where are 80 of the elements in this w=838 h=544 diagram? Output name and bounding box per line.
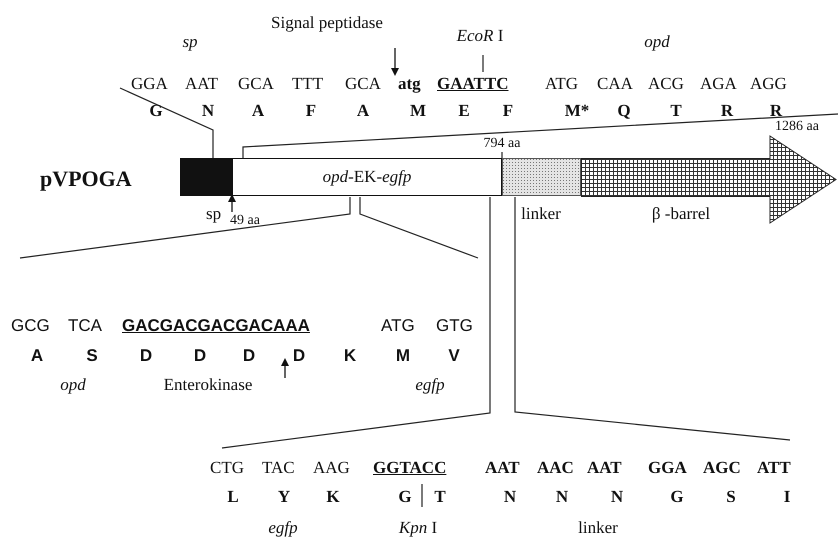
codon: CAA [597,74,633,94]
codon: AAT [185,74,218,94]
amino-acid: Y [278,487,290,507]
codon: ACG [648,74,684,94]
codon: GTG [436,316,473,336]
codon: GCA [345,74,381,94]
amino-acid: G [398,487,412,507]
codon: ATG [381,316,415,336]
codon: TAC [262,458,295,478]
amino-acid: L [227,487,239,507]
codon: AAC [537,458,574,478]
amino-acid: F [502,101,514,121]
gene-label: opd [644,32,670,52]
amino-acid: S [86,346,98,366]
codon: GGA [648,458,687,478]
amino-acid: K [326,487,340,507]
cleavage-label: Signal peptidase [271,13,383,33]
amino-acid: G [670,487,684,507]
amino-acid: M [396,346,410,366]
restriction-site-label: EcoR I [456,26,504,46]
amino-acid: R [720,101,734,121]
amino-acid: F [306,101,316,121]
gene-label: sp [182,32,198,52]
amino-acid: T [670,101,682,121]
gene-label: egfp [415,375,445,395]
position-label: 49 aa [230,212,260,230]
codon: TTT [292,74,324,94]
amino-acid: G [149,101,163,121]
amino-acid: V [448,346,460,366]
amino-acid: N [504,487,516,507]
amino-acid: E [458,101,470,121]
gene-label: opd [60,375,86,395]
amino-acid: D [140,346,152,366]
codon: AAT [485,458,520,478]
amino-acid: D [242,346,256,366]
codon: GAATTC [437,74,508,94]
gene-label: egfp [268,518,298,538]
amino-acid: N [610,487,624,507]
cleavage-label: Enterokinase [164,375,252,395]
domain-label: sp [206,204,222,224]
amino-acid: S [726,487,736,507]
codon: CTG [210,458,244,478]
amino-acid: M [410,101,426,121]
domain-label: linker [578,518,618,538]
amino-acid: T [434,487,446,507]
amino-acid: A [30,346,44,366]
codon: AAT [587,458,622,478]
codon: GCA [238,74,274,94]
codon: AGC [703,458,741,478]
codon: GGTACC [373,458,446,478]
domain-label: linker [521,204,561,224]
amino-acid: D [194,346,206,366]
codon: GCG [11,316,50,336]
amino-acid: M* [564,101,590,121]
domain-label: β -barrel [652,204,710,224]
domain-segment [232,158,502,196]
codon: GGA [131,74,168,94]
domain-segment [180,158,232,224]
amino-acid: Q [617,101,631,121]
codon: AAG [313,458,350,478]
codon: AGG [750,74,787,94]
amino-acid: D [292,346,306,366]
codon: atg [398,74,421,94]
position-label: 794 aa [484,135,520,153]
codon: ATG [545,74,578,94]
codon: GACGACGACGACAAA [122,316,310,336]
amino-acid: A [356,101,370,121]
amino-acid: A [252,101,264,121]
amino-acid: N [556,487,568,507]
codon: TCA [68,316,102,336]
amino-acid: K [344,346,356,366]
codon: AGA [700,74,737,94]
codon: ATT [757,458,791,478]
amino-acid: I [784,487,790,507]
domain-label: opd-EK-egfp [322,167,412,187]
amino-acid: R [770,101,782,120]
restriction-site-label: Kpn I [398,518,438,538]
plasmid-name: pVPOGA [40,169,132,189]
amino-acid: N [202,101,214,121]
position-label: 1286 aa [775,119,819,135]
